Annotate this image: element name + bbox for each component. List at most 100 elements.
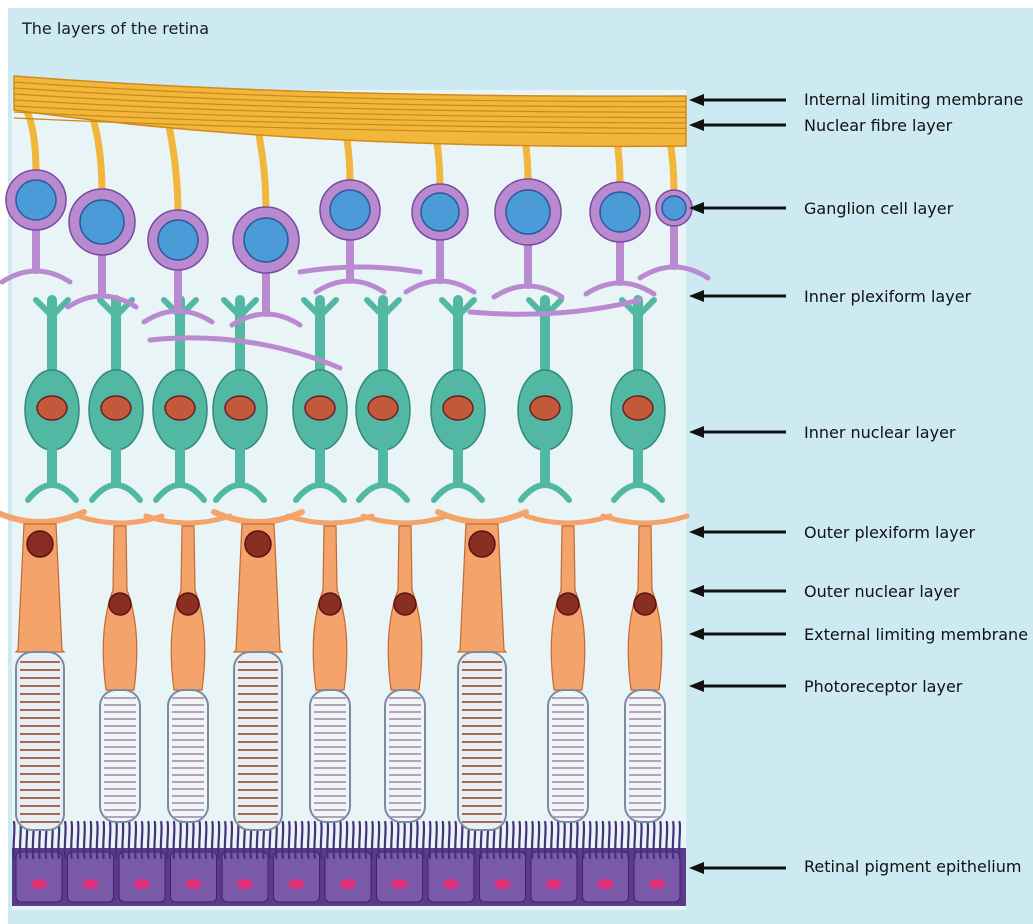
label-nuclear-fibre-layer: Nuclear fibre layer <box>804 116 952 135</box>
ganglion-nucleus <box>80 200 124 244</box>
microvillus <box>154 822 155 858</box>
microvillus <box>340 822 341 858</box>
epithelium-cell <box>274 852 320 902</box>
epithelium-pigment <box>598 879 614 889</box>
arrow-head <box>689 585 704 597</box>
microvillus <box>302 822 303 858</box>
epithelium-cell <box>16 852 62 902</box>
microvillus <box>65 822 66 858</box>
microvillus <box>359 822 360 858</box>
epithelium-cell <box>377 852 423 902</box>
bipolar-nucleus <box>101 396 131 420</box>
microvillus <box>346 822 347 858</box>
microvillus <box>238 822 239 858</box>
microvillus <box>372 822 373 858</box>
microvillus <box>442 822 443 858</box>
microvillus <box>289 822 290 858</box>
microvillus <box>583 822 584 858</box>
label-retinal-pigment-epithelium: Retinal pigment epithelium <box>804 857 1021 876</box>
microvillus <box>462 822 463 858</box>
arrow-head <box>689 426 704 438</box>
microvillus <box>206 822 207 858</box>
rod-nucleus <box>109 593 131 615</box>
microvillus <box>20 822 21 858</box>
epithelium-pigment <box>649 879 665 889</box>
microvillus <box>327 822 328 858</box>
microvillus <box>122 822 123 858</box>
microvillus <box>14 822 15 858</box>
epithelium-cell <box>222 852 268 902</box>
cone-nucleus <box>469 531 495 557</box>
microvillus <box>314 822 315 858</box>
microvillus <box>193 822 194 858</box>
ganglion-nucleus <box>16 180 56 220</box>
rod-outer-segment <box>310 690 350 822</box>
label-outer-plexiform-layer: Outer plexiform layer <box>804 523 975 542</box>
microvillus <box>526 822 527 858</box>
microvillus <box>231 822 232 858</box>
epithelium-pigment <box>134 879 150 889</box>
microvillus <box>577 822 578 858</box>
label-inner-plexiform-layer: Inner plexiform layer <box>804 287 971 306</box>
epithelium-cell <box>171 852 217 902</box>
epithelium-pigment <box>546 879 562 889</box>
microvillus <box>334 822 335 858</box>
microvillus <box>545 822 546 858</box>
rod-nucleus <box>177 593 199 615</box>
label-inner-nuclear-layer: Inner nuclear layer <box>804 423 955 442</box>
microvillus <box>58 822 59 858</box>
epithelium-cell <box>119 852 165 902</box>
microvillus <box>378 822 379 858</box>
microvillus <box>417 822 418 858</box>
rod-outer-segment <box>625 690 665 822</box>
microvillus <box>385 822 386 858</box>
microvillus <box>97 822 98 858</box>
epithelium-cell <box>428 852 474 902</box>
epithelium-pigment <box>443 879 459 889</box>
microvillus <box>116 822 117 858</box>
microvillus <box>78 822 79 858</box>
microvillus <box>174 822 175 858</box>
label-arrows <box>689 94 786 874</box>
rod-nucleus <box>319 593 341 615</box>
ganglion-nucleus <box>600 192 640 232</box>
microvillus <box>212 822 213 858</box>
rod-outer-segment <box>168 690 208 822</box>
microvillus <box>564 822 565 858</box>
epithelium-pigment <box>31 879 47 889</box>
microvillus <box>410 822 411 858</box>
bipolar-nucleus <box>368 396 398 420</box>
microvillus <box>430 822 431 858</box>
bipolar-nucleus <box>530 396 560 420</box>
microvillus <box>641 822 642 858</box>
cone-nucleus <box>27 531 53 557</box>
epithelium-pigment <box>392 879 408 889</box>
arrow-head <box>689 862 704 874</box>
ganglion-nucleus <box>158 220 198 260</box>
rod-nucleus <box>394 593 416 615</box>
bipolar-nucleus <box>37 396 67 420</box>
microvillus <box>532 822 533 858</box>
microvillus <box>596 822 597 858</box>
label-external-limiting-membrane: External limiting membrane <box>804 625 1028 644</box>
ganglion-nucleus <box>421 193 459 231</box>
bipolar-nucleus <box>225 396 255 420</box>
epithelium-cell <box>325 852 371 902</box>
microvillus <box>218 822 219 858</box>
microvillus <box>513 822 514 858</box>
microvillus <box>148 822 149 858</box>
microvillus <box>423 822 424 858</box>
epithelium-pigment <box>289 879 305 889</box>
microvillus <box>353 822 354 858</box>
epithelium-cell <box>583 852 629 902</box>
epithelium-cell <box>68 852 114 902</box>
arrow-head <box>689 119 704 131</box>
microvillus <box>167 822 168 858</box>
microvillus <box>506 822 507 858</box>
microvillus <box>90 822 91 858</box>
microvillus <box>666 822 667 858</box>
arrow-head <box>689 94 704 106</box>
microvillus <box>570 822 571 858</box>
